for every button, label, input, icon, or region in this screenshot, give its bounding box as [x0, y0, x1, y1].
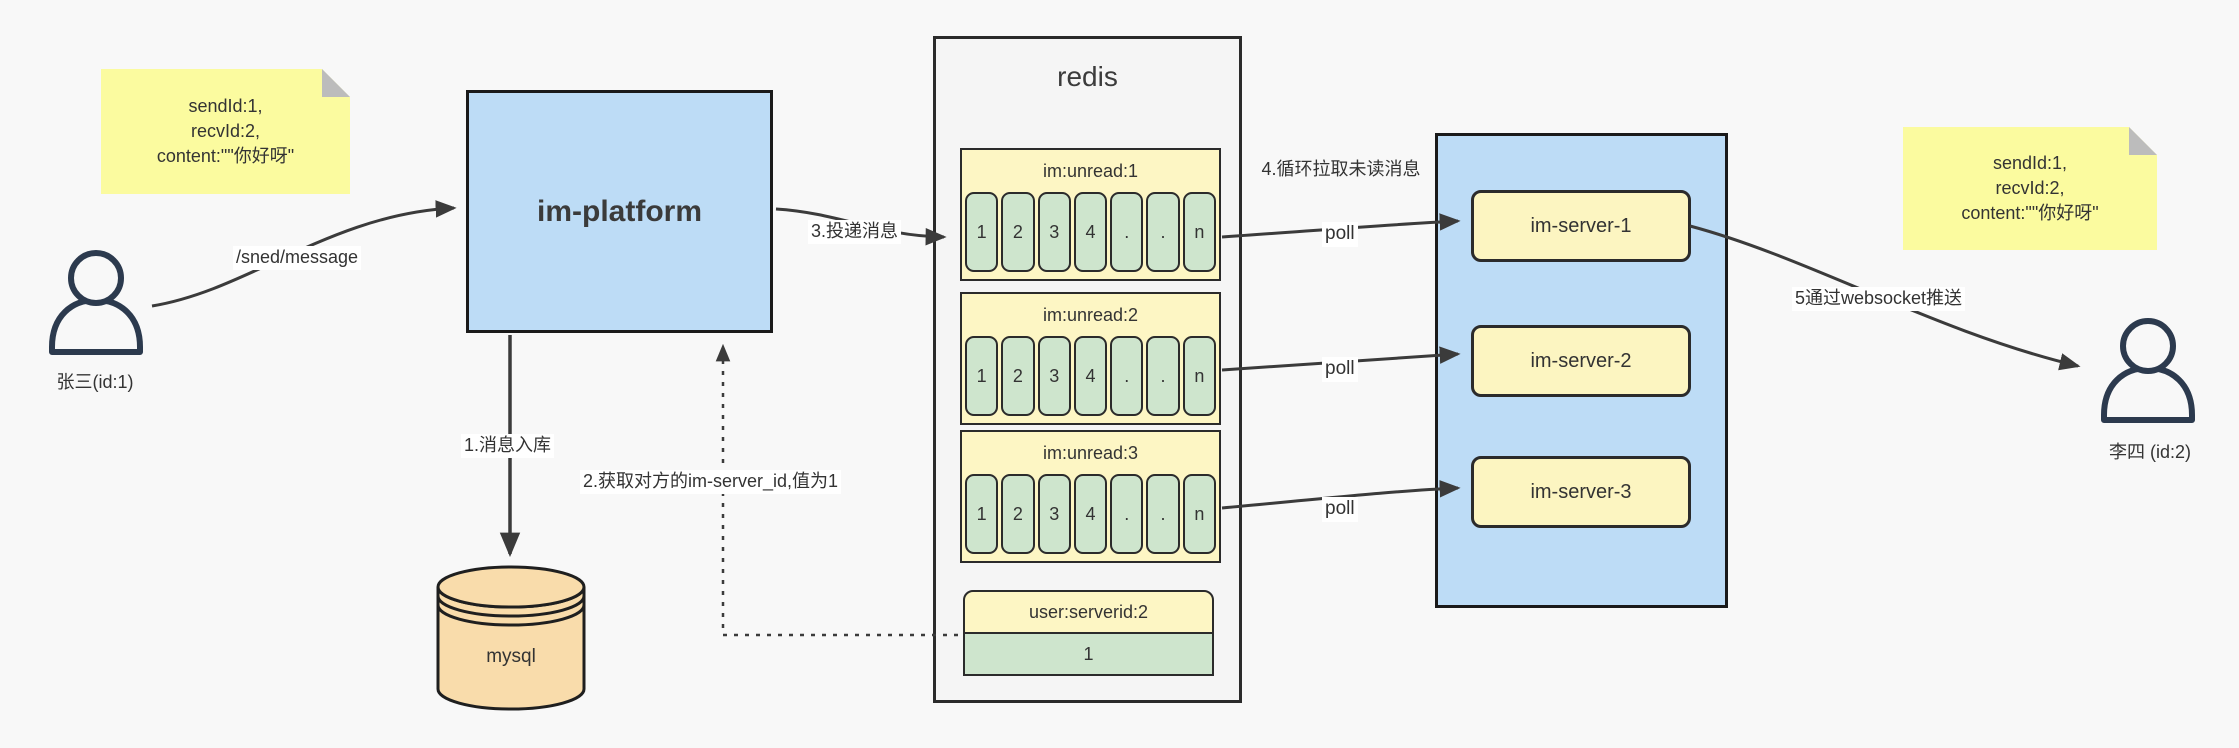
queue-cell: 4: [1073, 474, 1108, 554]
sender-label: 张三(id:1): [56, 372, 134, 392]
edge-label-send: /sned/message: [233, 246, 362, 270]
edge-label-pull: 4.循环拉取未读消息: [1252, 158, 1430, 181]
im-server-1-node: im-server-1: [1471, 190, 1691, 262]
note-line: sendId:1,: [188, 96, 263, 116]
queue-header: im:unread:1: [1042, 160, 1139, 181]
user-serverid-node: user:serverid:2 1: [963, 590, 1214, 676]
queue-cell: 1: [965, 336, 999, 416]
queue-cell: 3: [1037, 336, 1071, 416]
queue-cell: n: [1182, 474, 1216, 554]
queue-cell: 4: [1073, 192, 1108, 272]
queue-cell: .: [1110, 192, 1144, 272]
mysql-label: mysql: [486, 646, 536, 667]
im-platform-label: im-platform: [537, 194, 702, 228]
user-serverid-key: user:serverid:2: [963, 590, 1214, 634]
im-server-2-label: im-server-2: [1530, 349, 1632, 372]
im-server-2-node: im-server-2: [1471, 325, 1691, 397]
note-line: content:""你好呀": [156, 146, 295, 166]
edge-label-poll-2: poll: [1322, 357, 1358, 382]
queue-cell: .: [1110, 336, 1144, 416]
queue-cell: 1: [965, 192, 999, 272]
queue-cell: .: [1146, 192, 1180, 272]
redis-title: redis: [1057, 61, 1118, 92]
im-platform-node: im-platform: [466, 90, 773, 333]
queue-cells: 1 2 3 4 . . n: [962, 336, 1219, 416]
queue-im-unread-3: im:unread:3 1 2 3 4 . . n: [960, 430, 1221, 563]
queue-cells: 1 2 3 4 . . n: [962, 192, 1219, 272]
queue-cell: n: [1182, 192, 1216, 272]
queue-header: im:unread:2: [1042, 304, 1139, 325]
edge-label-poll-3: poll: [1322, 497, 1358, 522]
queue-cell: 4: [1073, 336, 1108, 416]
queue-cell: 3: [1037, 192, 1071, 272]
note-line: sendId:1,: [1992, 153, 2068, 173]
queue-header: im:unread:3: [1042, 442, 1139, 463]
edge-label-push: 5通过websocket推送: [1792, 287, 1966, 311]
queue-cell: 1: [965, 474, 999, 554]
queue-cell: 2: [1001, 336, 1035, 416]
queue-cell: .: [1110, 474, 1144, 554]
queue-cell: 2: [1001, 474, 1035, 554]
edge-label-poll-1: poll: [1322, 222, 1358, 247]
im-server-group: im-server-1 im-server-2 im-server-3: [1435, 133, 1728, 608]
person-receiver-icon: [2101, 318, 2195, 423]
queue-cell: .: [1146, 474, 1180, 554]
user-serverid-value: 1: [963, 634, 1214, 676]
edge-label-deliver: 3.投递消息: [808, 220, 902, 244]
im-server-3-node: im-server-3: [1471, 456, 1691, 528]
person-sender-icon: [49, 250, 143, 355]
note-line: content:""你好呀": [1961, 203, 2099, 223]
queue-im-unread-1: im:unread:1 1 2 3 4 . . n: [960, 148, 1221, 281]
note-line: recvId:2,: [1995, 178, 2065, 198]
queue-cell: 2: [1001, 192, 1035, 272]
edge-label-lookup: 2.获取对方的im-server_id,值为1: [580, 470, 842, 494]
note-fold-icon: [322, 69, 350, 97]
sticky-note-sender: sendId:1, recvId:2, content:""你好呀": [101, 69, 350, 194]
mysql-database-icon: [436, 565, 586, 711]
queue-im-unread-2: im:unread:2 1 2 3 4 . . n: [960, 292, 1221, 425]
edge-label-store: 1.消息入库: [461, 434, 555, 458]
im-server-3-label: im-server-3: [1530, 480, 1632, 503]
receiver-label: 李四 (id:2): [2108, 442, 2191, 462]
queue-cell: .: [1146, 336, 1180, 416]
note-line: recvId:2,: [190, 121, 261, 141]
queue-cell: 3: [1037, 474, 1071, 554]
note-fold-icon: [2129, 127, 2157, 155]
queue-cells: 1 2 3 4 . . n: [962, 474, 1219, 554]
sticky-note-receiver: sendId:1, recvId:2, content:""你好呀": [1903, 127, 2157, 250]
queue-cell: n: [1182, 336, 1216, 416]
redis-container: redis im:unread:1 1 2 3 4 . . n im:unrea…: [933, 36, 1242, 703]
im-server-1-label: im-server-1: [1530, 214, 1632, 237]
